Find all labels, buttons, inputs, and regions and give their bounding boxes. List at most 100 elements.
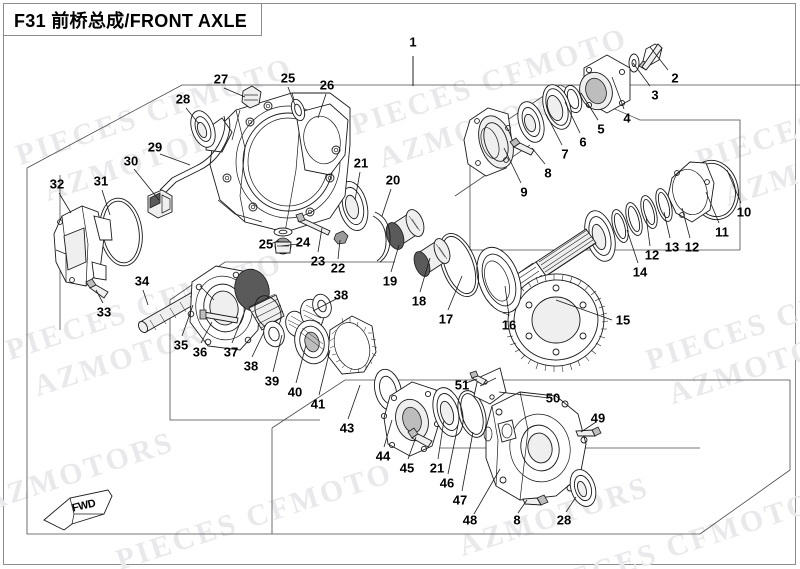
leader-line-25 [269, 240, 280, 245]
callout-number-12: 12 [684, 239, 700, 255]
callout-number-19: 19 [382, 273, 398, 289]
part-51-screw [469, 370, 487, 386]
leader-line-39 [272, 334, 283, 373]
leader-line-50 [498, 391, 550, 399]
leader-line-49 [580, 421, 597, 433]
leader-line-37 [231, 307, 247, 344]
part-22-nut [333, 230, 349, 245]
forward-direction-arrow [43, 489, 113, 531]
callout-number-39: 39 [264, 373, 280, 389]
leader-line-40 [295, 344, 307, 384]
leader-line-45 [407, 436, 417, 460]
leader-line-10 [726, 169, 742, 204]
part-33-bolt [85, 278, 109, 299]
leader-line-46 [447, 424, 459, 475]
leader-line-36 [200, 321, 213, 344]
callout-number-16: 16 [501, 317, 517, 333]
callout-number-49: 49 [590, 410, 606, 426]
leader-line-41 [318, 349, 331, 396]
callout-number-21: 21 [429, 460, 445, 476]
part-46-o-ring [457, 390, 487, 438]
callout-number-2: 2 [671, 70, 679, 86]
callout-number-13: 13 [664, 239, 680, 255]
callout-number-43: 43 [339, 420, 355, 436]
callout-number-27: 27 [213, 71, 229, 87]
callout-number-12: 12 [644, 247, 660, 263]
leader-line-38 [251, 331, 265, 358]
part-13-shim [640, 195, 658, 229]
leader-line-30 [133, 168, 160, 201]
leader-line-5 [580, 92, 599, 121]
part-6-bearing [542, 84, 572, 130]
callout-number-45: 45 [399, 460, 415, 476]
leader-line-51 [465, 378, 478, 384]
callout-number-32: 32 [49, 176, 65, 192]
leader-line-22 [337, 239, 341, 260]
leader-line-23 [317, 227, 323, 253]
callout-number-41: 41 [310, 396, 326, 412]
part-29-wire-harness [159, 115, 231, 195]
leader-line-27 [223, 87, 246, 98]
part-7-oil-seal [517, 101, 545, 143]
callout-number-47: 47 [452, 492, 468, 508]
leader-line-35 [181, 304, 194, 337]
callout-number-8: 8 [544, 165, 552, 181]
leader-line-32 [58, 192, 72, 214]
leader-line-19 [390, 244, 400, 273]
callout-number-31: 31 [93, 173, 109, 189]
callout-number-17: 17 [438, 311, 454, 327]
callout-number-46: 46 [439, 475, 455, 491]
part-18-bushing [413, 238, 451, 277]
leader-line-12 [681, 207, 691, 239]
page-title: F31 前桥总成/FRONT AXLE [14, 10, 248, 31]
callout-number-51: 51 [454, 377, 470, 393]
leader-line-8 [517, 499, 528, 514]
callout-number-10: 10 [736, 204, 752, 220]
leader-line-3 [632, 62, 651, 87]
callout-number-26: 26 [319, 77, 335, 93]
leader-line-26 [317, 93, 327, 119]
callout-number-18: 18 [411, 293, 427, 309]
part-21-bearing-lower [432, 387, 464, 437]
part-9-knuckle-housing [463, 107, 514, 177]
callout-number-21: 21 [353, 155, 369, 171]
callout-number-24: 24 [295, 234, 311, 250]
callout-number-4: 4 [623, 110, 631, 126]
leader-line-31 [101, 189, 111, 216]
callout-number-33: 33 [96, 304, 112, 320]
leader-line-2 [649, 46, 669, 71]
callout-number-9: 9 [520, 184, 528, 200]
leader-line-14 [626, 229, 639, 264]
part-28-oil-seal-upper [190, 110, 216, 148]
leader-line-21 [437, 419, 445, 460]
leader-line-7 [545, 113, 563, 146]
leader-line-18 [419, 257, 431, 293]
part-30-connector [147, 189, 173, 219]
part-12-shim-b [625, 202, 643, 236]
callout-number-36: 36 [192, 344, 208, 360]
callout-number-34: 34 [134, 273, 150, 289]
leader-line-33 [95, 289, 104, 304]
callout-number-29: 29 [147, 139, 163, 155]
callout-number-50: 50 [545, 390, 561, 406]
part-12-shim-c [611, 209, 629, 243]
part-40-side-gear-right [294, 319, 330, 365]
callout-number-11: 11 [715, 224, 729, 240]
callout-number-25: 25 [280, 70, 296, 86]
leader-line-44 [383, 419, 393, 448]
part-36-cross-pin [199, 309, 239, 324]
leader-line-11 [705, 191, 720, 224]
part-23-long-bolt [295, 212, 331, 236]
callout-number-30: 30 [123, 153, 139, 169]
part-2-bolt [638, 43, 663, 71]
diagram-title-bar: F31 前桥总成/FRONT AXLE [4, 4, 263, 36]
part-8-bolt-lower [522, 494, 549, 506]
part-20-snap-ring [372, 211, 391, 263]
leader-line-15 [555, 299, 613, 321]
callout-number-37: 37 [223, 344, 239, 360]
leader-line-48 [473, 468, 501, 515]
callout-number-48: 48 [462, 512, 478, 528]
callout-leader-lines [58, 46, 742, 515]
